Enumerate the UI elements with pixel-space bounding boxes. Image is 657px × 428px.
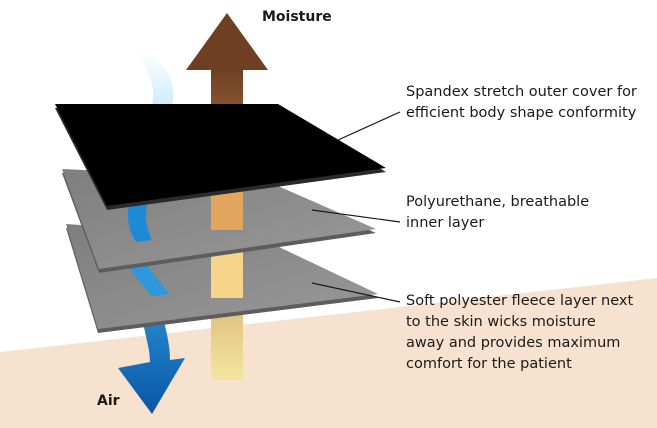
callout-line-outer (337, 111, 401, 141)
outer-cover-label-line-1: Spandex stretch outer cover for (406, 84, 637, 100)
inner-layer-label: Polyurethane, breathable inner layer (406, 192, 589, 234)
outer-cover-label: Spandex stretch outer cover for efficien… (406, 82, 637, 124)
spandex-outer-cover (55, 104, 386, 210)
moisture-label: Moisture (262, 9, 332, 25)
fleece-layer-label-line-4: comfort for the patient (406, 356, 572, 372)
fleece-layer-label-line-2: to the skin wicks moisture (406, 314, 596, 330)
air-arrow-segment-upper (128, 200, 152, 242)
outer-cover-label-line-2: efficient body shape conformity (406, 105, 637, 121)
inner-layer-label-line-2: inner layer (406, 215, 485, 231)
moisture-arrow-segment-upper (211, 190, 243, 230)
fleece-layer-label-line-1: Soft polyester fleece layer next (406, 293, 634, 309)
callout-line-fleece (311, 282, 401, 303)
callout-line-inner (311, 209, 401, 223)
moisture-arrow-segment (211, 250, 243, 298)
fleece-layer-label-line-3: away and provides maximum (406, 335, 621, 351)
air-label: Air (97, 393, 120, 409)
inner-layer-label-line-1: Polyurethane, breathable (406, 194, 590, 210)
fleece-layer-label: Soft polyester fleece layer next to the … (406, 291, 633, 375)
